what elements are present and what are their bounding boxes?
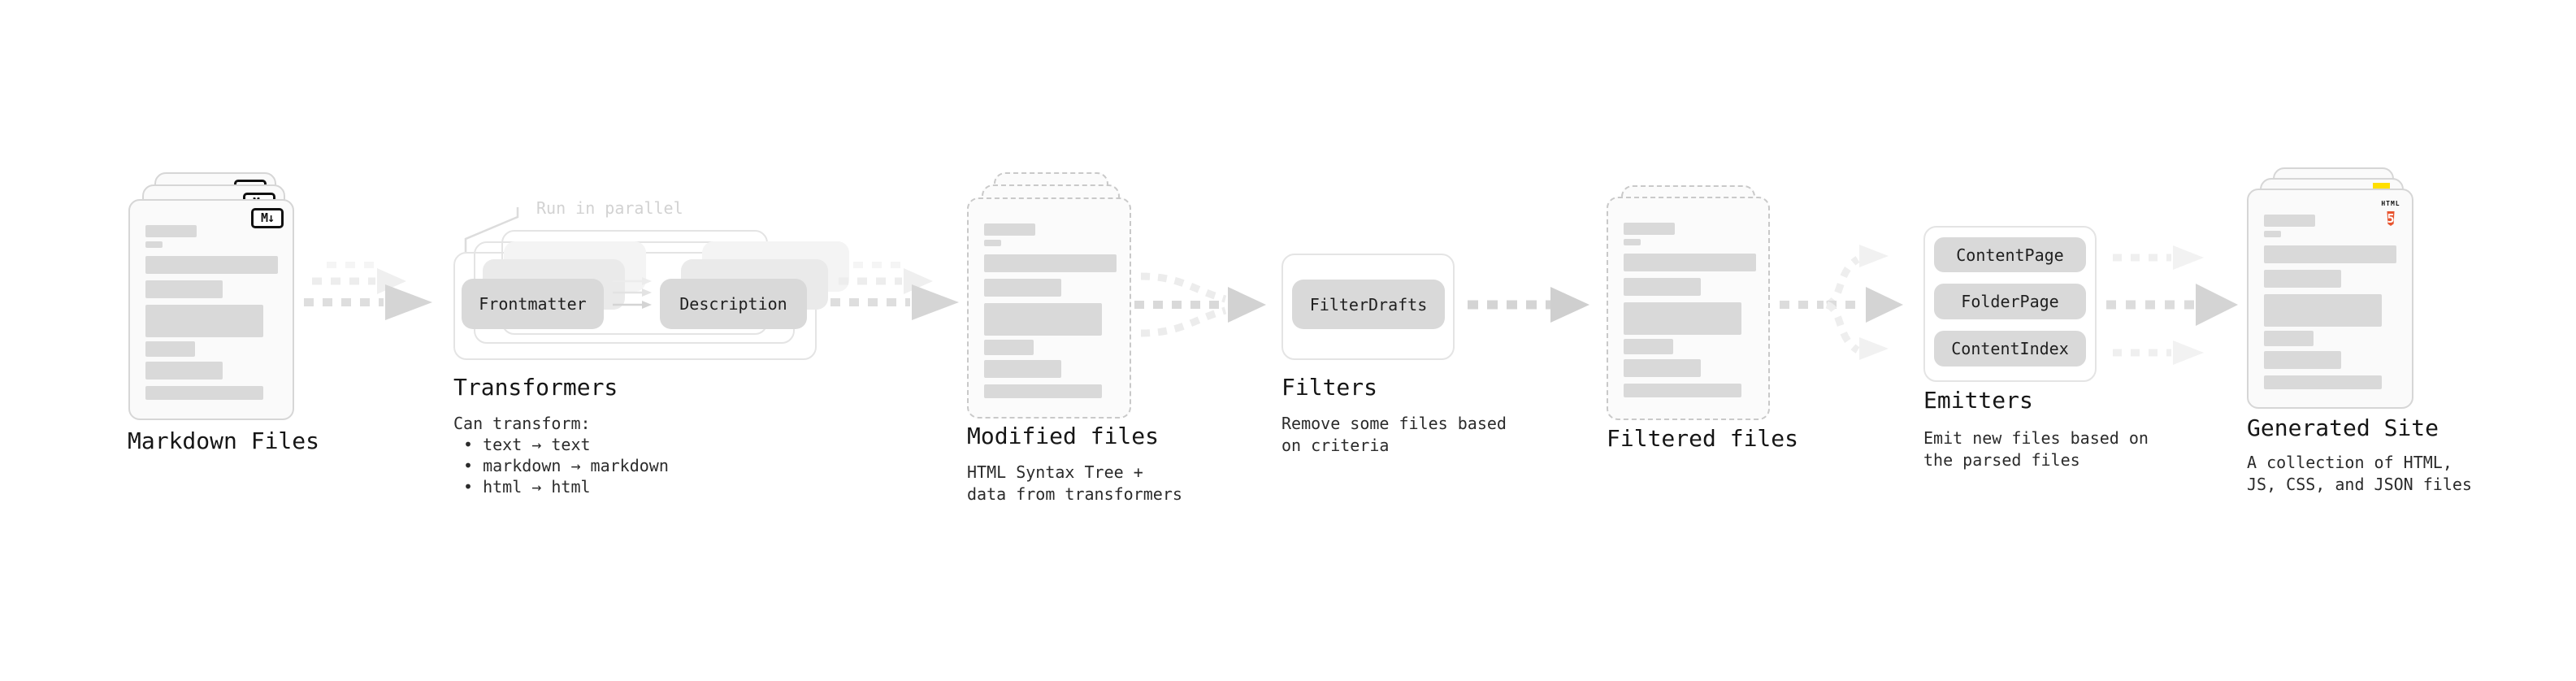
markdown-files-label: Markdown Files [128, 427, 320, 454]
doc-text-bar [145, 241, 163, 248]
doc-text-bar [2264, 215, 2315, 227]
filters-label: Filters [1281, 374, 1378, 401]
transform-bullet: • markdown → markdown [463, 456, 669, 475]
folderpage-pill: FolderPage [1934, 284, 2086, 319]
doc-text-bar [2264, 231, 2281, 237]
doc-text-bar [984, 384, 1102, 398]
doc-text-bar [984, 279, 1061, 297]
filterdrafts-pill: FilterDrafts [1292, 280, 1445, 329]
contentpage-pill: ContentPage [1934, 237, 2086, 272]
markdown-file-card-front: M↓ [128, 199, 294, 420]
flow-arrow-icon [1468, 287, 1589, 323]
doc-text-bar [1624, 239, 1641, 245]
doc-text-bar [1624, 223, 1675, 235]
doc-text-bar [1624, 254, 1756, 271]
mini-flow-arrows-icon [613, 277, 652, 309]
doc-text-bar [2264, 245, 2396, 263]
transformers-desc-heading: Can transform: [453, 414, 591, 433]
flow-arrow-stacked-icon [304, 262, 432, 320]
generated-file-card-front: HTML 5 [2247, 189, 2413, 409]
modified-file-card-front [967, 197, 1131, 419]
doc-text-bar [145, 256, 278, 274]
doc-text-bar [984, 223, 1035, 236]
run-in-parallel-callout: Run in parallel [536, 198, 683, 218]
contentindex-pill: ContentIndex [1934, 331, 2086, 367]
doc-text-bar [984, 240, 1001, 246]
filtered-file-card-front [1607, 197, 1770, 420]
doc-text-bar [145, 341, 195, 357]
doc-text-bars [2264, 215, 2396, 389]
doc-text-bar [2264, 294, 2382, 327]
doc-text-bar [145, 225, 197, 237]
doc-text-bar [984, 340, 1034, 355]
doc-text-bar [2264, 375, 2382, 389]
doc-text-bar [984, 254, 1117, 272]
doc-text-bar [2264, 351, 2341, 369]
doc-text-bar [984, 303, 1102, 336]
callout-leader-line [464, 207, 519, 252]
doc-text-bar [1624, 339, 1673, 354]
emitters-label: Emitters [1923, 387, 2033, 414]
transformers-label: Transformers [453, 374, 618, 401]
transform-bullet: • html → html [463, 477, 591, 497]
modified-files-desc: HTML Syntax Tree + data from transformer… [967, 462, 1182, 504]
generated-site-label: Generated Site [2247, 414, 2439, 441]
html5-file-icon: HTML 5 [2381, 200, 2400, 226]
doc-text-bars [145, 225, 278, 400]
doc-text-bar [145, 305, 263, 337]
flow-arrow-triple-icon [2106, 245, 2238, 365]
filters-desc: Remove some files based on criteria [1281, 414, 1507, 455]
doc-text-bar [1624, 384, 1741, 397]
description-pill: Description [660, 279, 807, 329]
doc-text-bars [984, 223, 1117, 398]
doc-text-bar [984, 360, 1061, 378]
modified-files-label: Modified files [967, 423, 1160, 449]
generated-site-desc: A collection of HTML, JS, CSS, and JSON … [2247, 453, 2472, 494]
doc-text-bar [145, 386, 263, 400]
doc-text-bar [1624, 359, 1701, 377]
flow-arrow-split-icon [1780, 245, 1903, 360]
markdown-icon: M↓ [251, 208, 284, 228]
flow-arrow-merge-icon [1134, 272, 1266, 337]
doc-text-bar [2264, 270, 2341, 288]
doc-text-bar [145, 362, 223, 380]
doc-text-bar [145, 280, 223, 298]
flow-arrow-stacked-icon [830, 262, 959, 320]
transform-bullet: • text → text [463, 435, 591, 454]
frontmatter-pill: Frontmatter [462, 279, 604, 329]
filters-box [1281, 254, 1455, 360]
doc-text-bars [1624, 223, 1756, 397]
emitters-desc: Emit new files based on the parsed files [1923, 428, 2149, 470]
doc-text-bar [2264, 331, 2314, 346]
doc-text-bar [1624, 278, 1701, 296]
transformers-bullet-list: • text → text • markdown → markdown • ht… [463, 434, 669, 497]
filtered-files-label: Filtered files [1607, 425, 1799, 452]
doc-text-bar [1624, 302, 1741, 335]
emitters-box [1923, 226, 2097, 382]
js-file-icon [2373, 183, 2390, 191]
